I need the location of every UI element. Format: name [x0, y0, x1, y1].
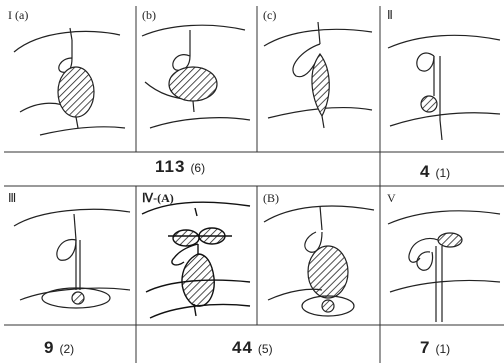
panel-label-IVB: (B) — [263, 191, 279, 206]
count-type-I-number: 113 — [155, 157, 185, 176]
panel-label-II: Ⅱ — [387, 8, 393, 23]
count-type-V-number: 7 — [420, 338, 430, 357]
count-type-V: 7 (1) — [420, 338, 450, 358]
panel-II-drawing — [388, 35, 500, 140]
count-type-II: 4 (1) — [420, 162, 450, 182]
count-type-V-paren: (1) — [435, 342, 450, 356]
count-type-I: 113 (6) — [155, 157, 205, 177]
count-type-I-paren: (6) — [190, 161, 205, 175]
count-type-IV: 44 (5) — [232, 338, 273, 358]
panel-label-IVA: Ⅳ-(A) — [142, 191, 174, 206]
panel-IVA-drawing — [142, 202, 250, 318]
count-type-III-paren: (2) — [59, 342, 74, 356]
count-type-IV-number: 44 — [232, 338, 253, 357]
panel-label-III: Ⅲ — [8, 191, 16, 206]
panel-III-drawing — [14, 209, 130, 308]
panel-V-drawing — [388, 211, 500, 322]
panel-IVB-drawing — [264, 206, 374, 316]
count-type-III-number: 9 — [44, 338, 54, 357]
panel-Ib-drawing — [142, 25, 250, 128]
count-type-III: 9 (2) — [44, 338, 74, 358]
panel-Ia-drawing — [14, 28, 125, 135]
panel-label-V: V — [387, 191, 396, 206]
count-type-II-paren: (1) — [435, 166, 450, 180]
count-type-IV-paren: (5) — [258, 342, 273, 356]
panel-Ic-drawing — [264, 22, 372, 128]
panel-label-Ib: (b) — [142, 8, 156, 23]
grid-lines — [4, 6, 504, 363]
count-type-II-number: 4 — [420, 162, 430, 181]
panel-label-Ic: (c) — [263, 8, 276, 23]
panel-label-Ia: I (a) — [8, 8, 28, 23]
